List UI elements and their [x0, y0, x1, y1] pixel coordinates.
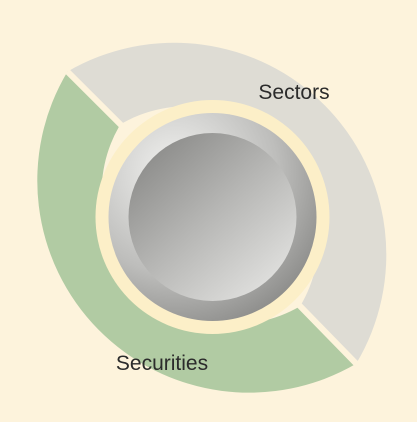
hub-inner-disc[interactable] [128, 133, 297, 301]
sectors-segment[interactable] [67, 42, 387, 364]
segment-dividers [65, 69, 360, 367]
sectors-label: Sectors [258, 81, 329, 104]
securities-label: Securities [116, 352, 208, 375]
securities-segment[interactable] [37, 71, 357, 393]
sphere-button-icon[interactable] [108, 113, 317, 321]
divider-line-bottom-right [296, 302, 360, 367]
divider-line-top-left [65, 69, 125, 129]
